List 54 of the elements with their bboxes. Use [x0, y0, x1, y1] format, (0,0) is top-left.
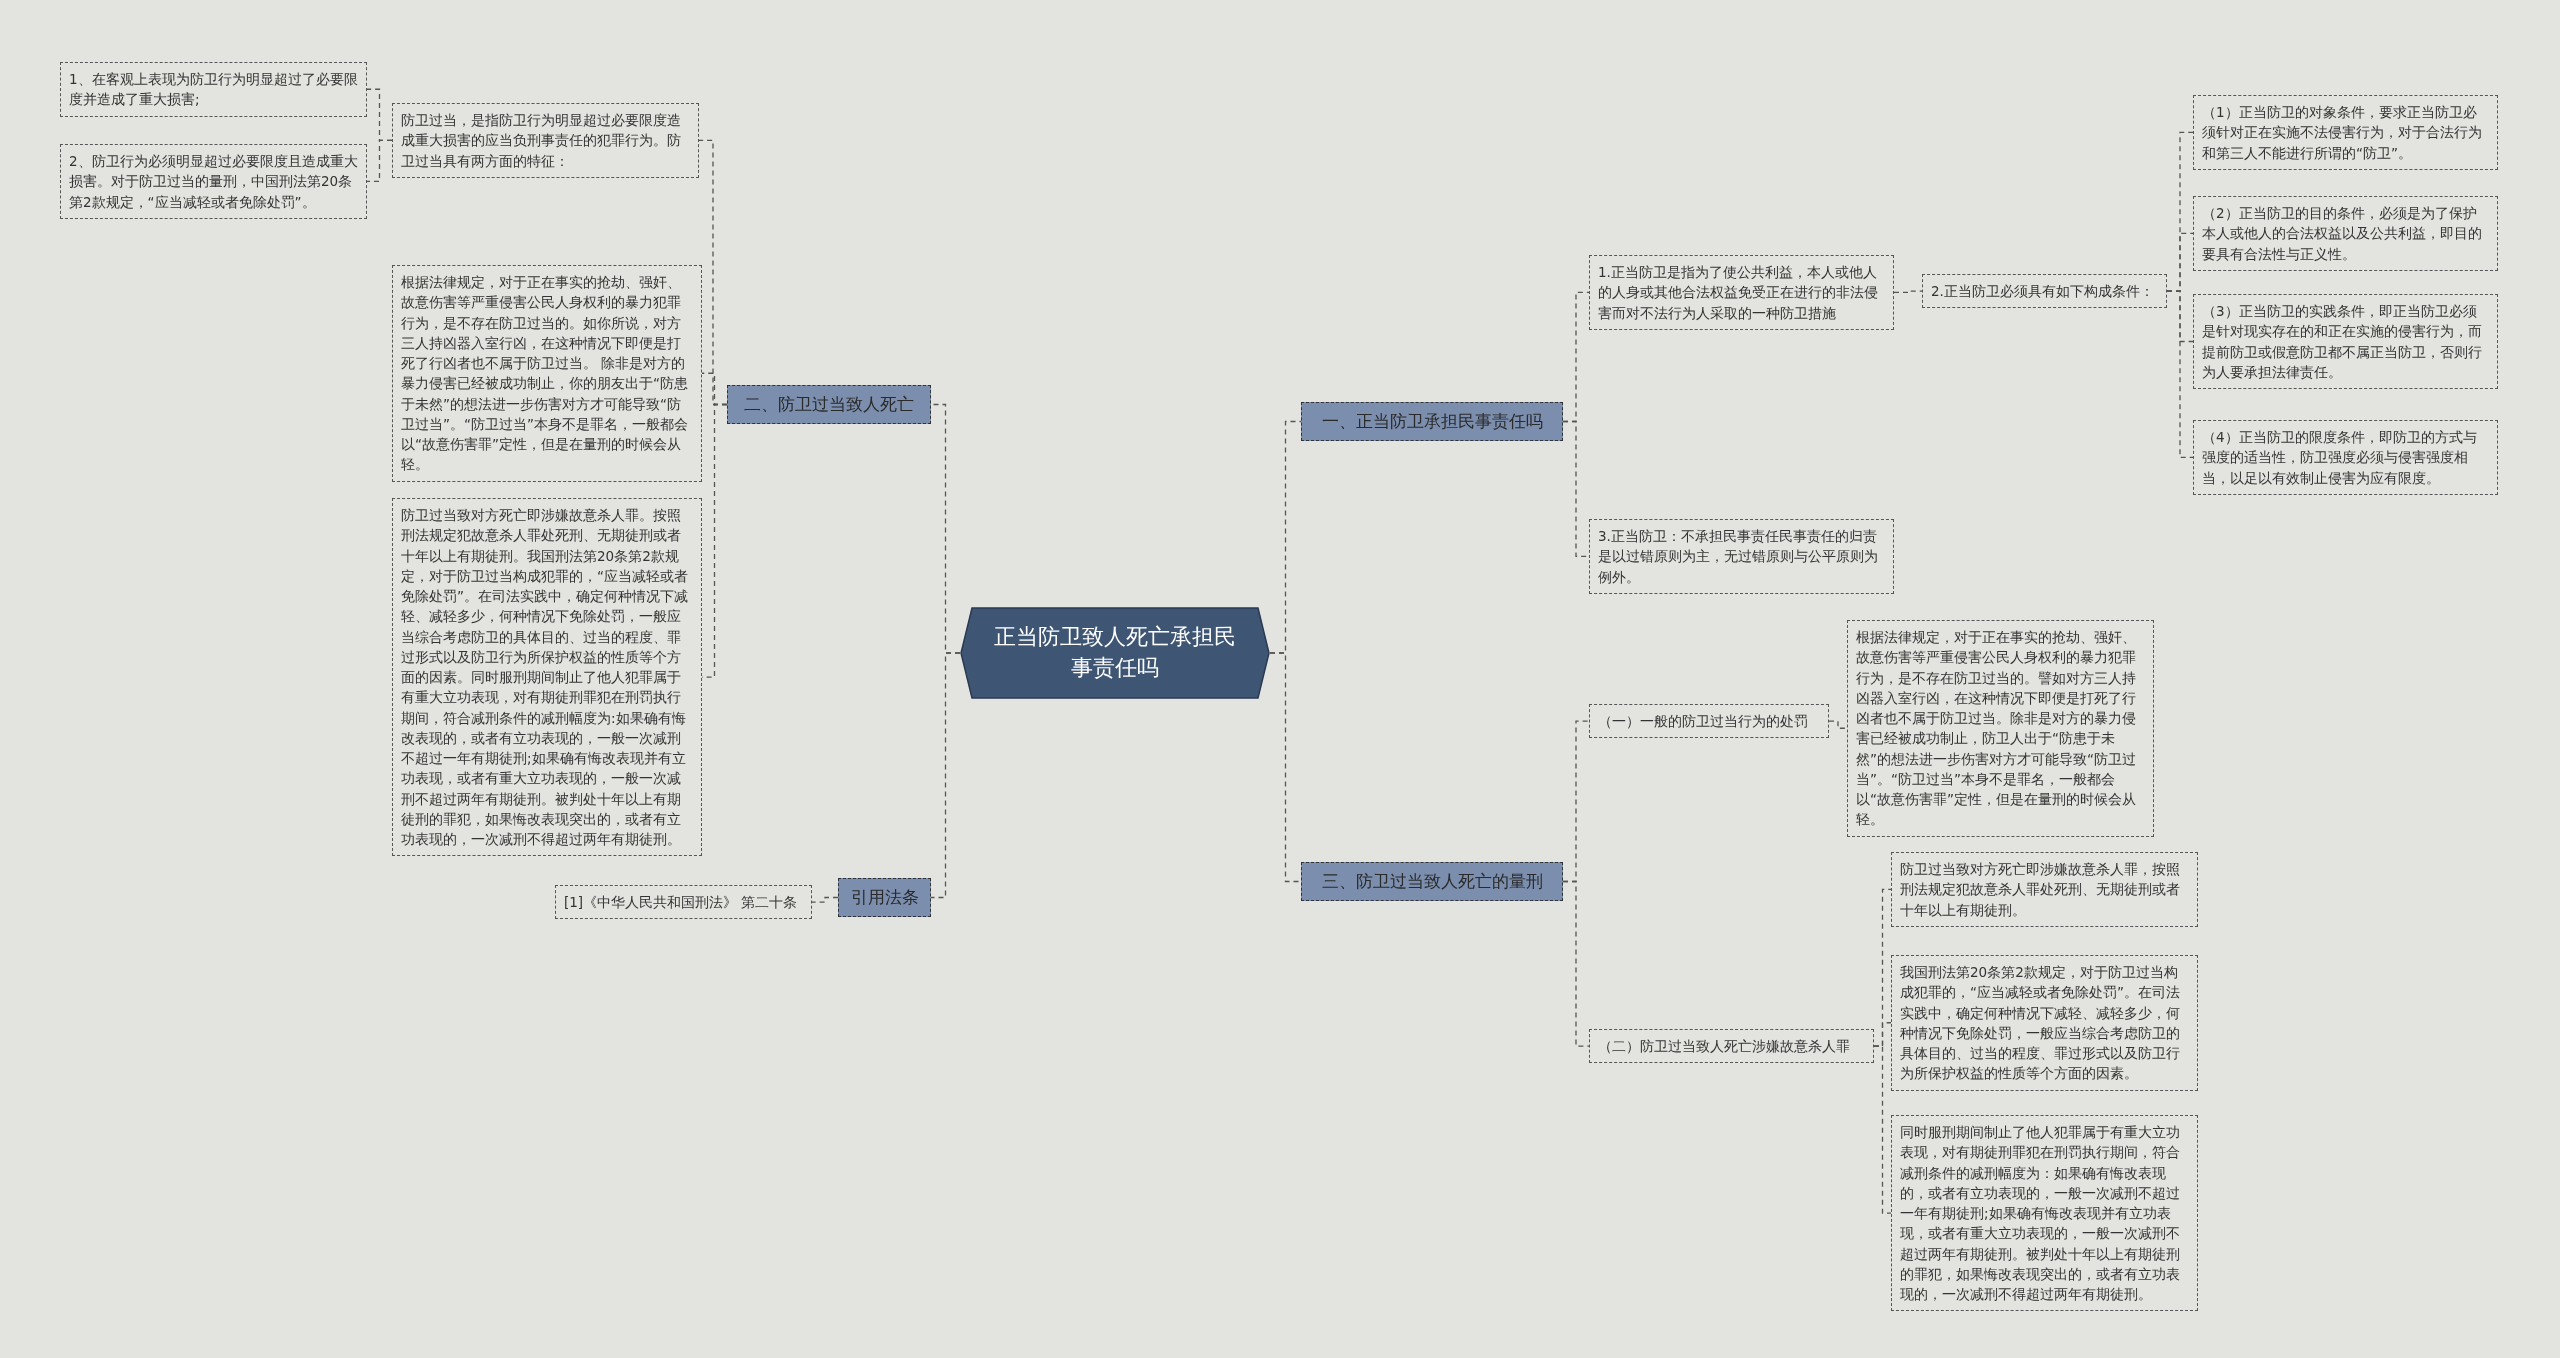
body-text: 1、在客观上表现为防卫行为明显超过了必要限度并造成了重大损害;	[69, 70, 358, 110]
text-card	[555, 885, 812, 920]
text-card	[1891, 1115, 2198, 1312]
body-text: 根据法律规定，对于正在事实的抢劫、强奸、故意伤害等严重侵害公民人身权利的暴力犯罪行为，是不存在防卫过当的。譬如对方三人持凶器入室行凶，在这种情况下即便是打死了行凶者也不属于防卫过当。除非是对方的暴力侵害已经被成功制止，防卫人出于“防患于未然”的想法进一步伤害对方才可能导致“防卫过当”。“防卫过当”本身不是罪名，一般都会以“故意伤害罪”定性，但是在量刑的时候会从轻。	[1856, 628, 2137, 830]
body-text: 防卫过当致对方死亡即涉嫌故意杀人罪。按照刑法规定犯故意杀人罪处死刑、无期徒刑或者十年以上有期徒刑。我国刑法第20条第2款规定，对于防卫过当构成犯罪的，“应当减轻或者免除处罚”。在司法实践中，确定何种情况下减轻、减轻多少，何种情况下免除处罚，一般应当综合考虑防卫的具体目的、过当的程度、罪过形式以及防卫行为所保护权益的性质等个方面的因素。同时服刑期间制止了他人犯罪属于有重大立功表现，对有期徒刑罪犯在刑罚执行期间，符合减刑条件的减刑幅度为:如果确有悔改表现的，或者有立功表现的，一般一次减刑不超过一年有期徒刑;如果确有悔改表现并有立功表现，或者有重大立功表现的，一般一次减刑不超过两年有期徒刑。被判处十年以上有期徒刑的罪犯，如果悔改表现突出的，或者有立功表现的，一次减刑不得超过两年有期徒刑。	[401, 506, 689, 849]
topic-text: 二、防卫过当致人死亡	[744, 394, 914, 414]
body-text: 2、防卫行为必须明显超过必要限度且造成重大损害。对于防卫过当的量刑，中国刑法第20条第2款规定，“应当减轻或者免除处罚”。	[69, 152, 358, 212]
body-text: （二）防卫过当致人死亡涉嫌故意杀人罪	[1598, 1037, 1851, 1056]
text-card	[60, 144, 367, 219]
branch-topic	[1301, 402, 1563, 441]
topic-text: 正当防卫致人死亡承担民事责任吗	[993, 623, 1237, 682]
text-card	[2193, 95, 2498, 170]
branch-topic	[838, 878, 931, 917]
connector-line	[811, 896, 839, 903]
body-text: 防卫过当致对方死亡即涉嫌故意杀人罪，按照刑法规定犯故意杀人罪处死刑、无期徒刑或者十年以上有期徒刑。	[1900, 860, 2181, 920]
text-card	[1589, 704, 1829, 739]
body-text: （4）正当防卫的限度条件，即防卫的方式与强度的适当性，防卫强度必须与侵害强度相当，以足以有效制止侵害为应有限度。	[2202, 428, 2478, 488]
body-text: 1.正当防卫是指为了使公共利益，本人或他人的人身或其他合法权益免受正在进行的非法侵害而对不法行为人采取的一种防卫措施	[1598, 263, 1879, 323]
topic-text: 一、正当防卫承担民事责任吗	[1321, 411, 1543, 431]
branch-topic	[727, 385, 931, 424]
text-card	[2193, 196, 2498, 271]
body-text: [1]《中华人民共和国刑法》 第二十条	[564, 893, 799, 912]
central-topic	[960, 607, 1270, 699]
topic-text: 三、防卫过当致人死亡的量刑	[1321, 871, 1543, 891]
body-text: 我国刑法第20条第2款规定，对于防卫过当构成犯罪的，“应当减轻或者免除处罚”。在司法实践中，确定何种情况下减轻、减轻多少，何种情况下免除处罚，一般应当综合考虑防卫的具体目的、过当的程度、罪过形式以及防卫行为所保护权益的性质等个方面的因素。	[1900, 963, 2181, 1084]
topic-text: 引用法条	[850, 887, 919, 907]
connector-line	[1873, 1045, 1892, 1214]
text-card	[1891, 852, 2198, 927]
body-text: 3.正当防卫：不承担民事责任民事责任的归责是以过错原则为主，无过错原则与公平原则为例外。	[1598, 527, 1879, 587]
connector-line	[930, 652, 961, 899]
connector-line	[1269, 652, 1302, 883]
text-card	[1922, 274, 2167, 309]
text-card	[1891, 955, 2198, 1091]
text-card	[1589, 1029, 1874, 1064]
connector-line	[2166, 290, 2194, 459]
text-card	[1589, 255, 1894, 330]
text-card	[2193, 294, 2498, 389]
body-text: 同时服刑期间制止了他人犯罪属于有重大立功表现，对有期徒刑罪犯在刑罚执行期间，符合减刑条件的减刑幅度为：如果确有悔改表现的，或者有立功表现的，一般一次减刑不超过一年有期徒刑;如果确有悔改表现并有立功表现，或者有重大立功表现的，一般一次减刑不超过两年有期徒刑。被判处十年以上有期徒刑的罪犯，如果悔改表现突出的，或者有立功表现的，一次减刑不得超过两年有期徒刑。	[1900, 1123, 2181, 1304]
body-text: （1）正当防卫的对象条件，要求正当防卫必须针对正在实施不法侵害行为，对于合法行为和第三人不能进行所谓的“防卫”。	[2202, 103, 2483, 163]
connector-line	[1828, 720, 1848, 729]
text-card	[2193, 420, 2498, 495]
connector-line	[366, 139, 393, 183]
body-text: 2.正当防卫必须具有如下构成条件：	[1931, 282, 2155, 301]
body-text: 根据法律规定，对于正在事实的抢劫、强奸、故意伤害等严重侵害公民人身权利的暴力犯罪行为，是不存在防卫过当的。如你所说，对方三人持凶器入室行凶，在这种情况下即便是打死了行凶者也不属于防卫过当。 除非是对方的暴力侵害已经被成功制止，你的朋友出于“防患于未然”的想法进一步伤害对方才可能导致“防卫过当”。“防卫过当”本身不是罪名，一般都会以“故意伤害罪”定性，但是在量刑的时候会从轻。	[401, 273, 689, 475]
body-text: （2）正当防卫的目的条件，必须是为了保护本人或他人的合法权益以及公共利益，即目的要具有合法性与正义性。	[2202, 204, 2483, 264]
connector-line	[1562, 880, 1590, 1047]
connector-line	[1893, 290, 1923, 294]
body-text: 防卫过当，是指防卫行为明显超过必要限度造成重大损害的应当负刑事责任的犯罪行为。防卫过当具有两方面的特征：	[401, 111, 682, 171]
text-card	[60, 62, 367, 117]
text-card	[1589, 519, 1894, 594]
text-card	[392, 103, 699, 178]
branch-topic	[1301, 862, 1563, 901]
body-text: （一）一般的防卫过当行为的处罚	[1598, 712, 1809, 731]
body-text: （3）正当防卫的实践条件，即正当防卫必须是针对现实存在的和正在实施的侵害行为，而提前防卫或假意防卫都不属正当防卫，否则行为人要承担法律责任。	[2202, 302, 2483, 382]
